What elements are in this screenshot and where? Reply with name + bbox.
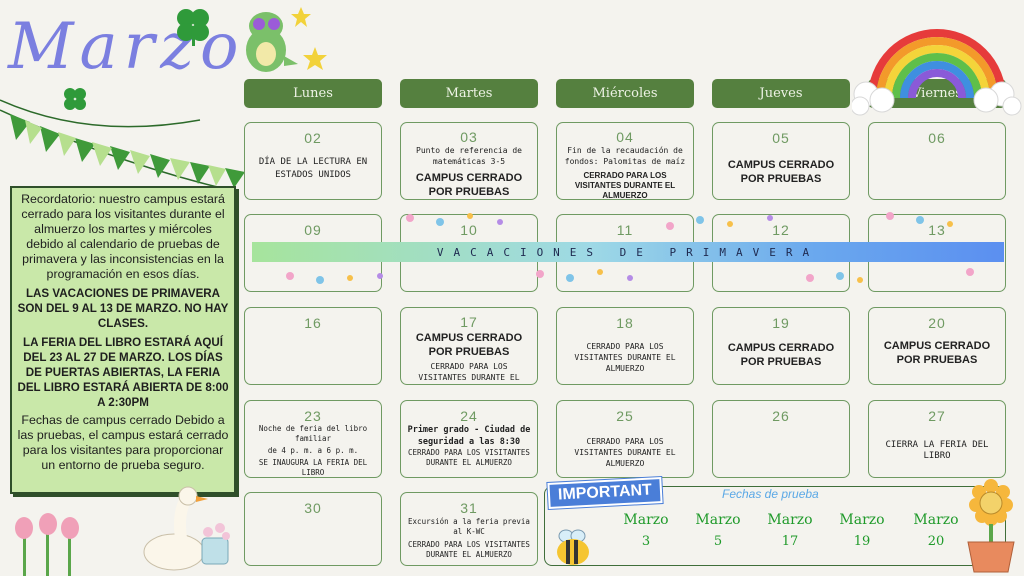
day-number: 27 xyxy=(928,408,946,424)
banner-text: VACACIONES DE PRIMAVERA xyxy=(436,245,820,259)
day-cell-27: 27 CIERRA LA FERIA DEL LIBRO xyxy=(868,400,1006,478)
event-text: CERRADO PARA LOS VISITANTES DURANTE EL A… xyxy=(574,437,676,468)
day-cell-06: 06 xyxy=(868,122,1006,200)
test-date-day: 3 xyxy=(641,534,651,549)
day-number: 17 xyxy=(460,314,478,330)
day-cell-02: 02 DÍA DE LA LECTURA EN ESTADOS UNIDOS xyxy=(244,122,382,200)
day-number: 02 xyxy=(304,130,322,146)
test-date: Marzo 5 xyxy=(688,512,748,549)
day-number: 06 xyxy=(928,130,946,146)
test-date: Marzo 3 xyxy=(616,512,676,549)
reminder-text: Recordatorio: nuestro campus estará cerr… xyxy=(21,192,225,281)
bee-icon xyxy=(557,529,589,565)
day-number: 05 xyxy=(772,130,790,146)
event-text: de 4 p. m. a 6 p. m. xyxy=(267,446,359,455)
event-text: CERRADO PARA LOS VISITANTES DURANTE EL A… xyxy=(418,362,520,382)
event-text: SE INAUGURA LA FERIA DEL LIBRO xyxy=(258,458,368,477)
test-date-month: Marzo xyxy=(695,512,741,528)
day-cell-19: 19 CAMPUS CERRADO POR PRUEBAS xyxy=(712,307,850,385)
day-number: 30 xyxy=(304,500,322,516)
day-cell-31: 31 Excursión a la feria previa al K-WC C… xyxy=(400,492,538,566)
day-cell-04: 04 Fin de la recaudación de fondos: Palo… xyxy=(556,122,694,200)
test-date-month: Marzo xyxy=(913,512,959,528)
day-number: 03 xyxy=(460,129,478,145)
star-icon xyxy=(303,47,327,70)
day-number: 11 xyxy=(616,222,634,238)
event-text-bold: CAMPUS CERRADO POR PRUEBAS xyxy=(727,342,835,368)
event-text-bold: CAMPUS CERRADO POR PRUEBAS xyxy=(415,332,523,358)
dinosaur-icon xyxy=(246,12,298,72)
closed-dates-text: Fechas de campus cerrado Debido a las pr… xyxy=(17,413,229,472)
event-text-bold: CAMPUS CERRADO POR PRUEBAS xyxy=(415,172,523,198)
sunflower-pot-icon xyxy=(967,479,1015,573)
event-text: Primer grado - Ciudad de seguridad a las… xyxy=(407,425,531,447)
test-date: Marzo 19 xyxy=(832,512,892,549)
day-number: 23 xyxy=(304,408,322,424)
test-date-day: 20 xyxy=(927,534,945,549)
day-cell-26: 26 xyxy=(712,400,850,478)
day-cell-17: 17 CAMPUS CERRADO POR PRUEBAS CERRADO PA… xyxy=(400,307,538,385)
event-text: CIERRA LA FERIA DEL LIBRO xyxy=(885,440,989,461)
event-text: Noche de feria del libro familiar xyxy=(258,424,368,443)
day-cell-20: 20 CAMPUS CERRADO POR PRUEBAS xyxy=(868,307,1006,385)
day-cell-16: 16 xyxy=(244,307,382,385)
spring-break-text: LAS VACACIONES DE PRIMAVERA SON DEL 9 AL… xyxy=(17,287,229,330)
day-number: 26 xyxy=(772,408,790,424)
day-header-martes: Martes xyxy=(400,79,538,108)
bunting-icon xyxy=(0,88,245,190)
day-number: 16 xyxy=(304,315,322,331)
event-text: CERRADO PARA LOS VISITANTES DURANTE EL A… xyxy=(408,540,530,559)
rainbow-icon xyxy=(852,29,1022,116)
test-date-day: 19 xyxy=(853,534,871,549)
event-text-bold: CAMPUS CERRADO POR PRUEBAS xyxy=(727,159,835,185)
test-date-day: 5 xyxy=(713,534,723,549)
test-date: Marzo 20 xyxy=(906,512,966,549)
day-header-lunes: Lunes xyxy=(244,79,382,108)
test-dates-heading: Fechas de prueba xyxy=(722,487,819,501)
event-text: CERRADO PARA LOS VISITANTES DURANTE EL A… xyxy=(408,448,530,467)
day-cell-05: 05 CAMPUS CERRADO POR PRUEBAS xyxy=(712,122,850,200)
test-date: Marzo 17 xyxy=(760,512,820,549)
day-number: 25 xyxy=(616,408,634,424)
event-text: Punto de referencia de matemáticas 3-5 xyxy=(416,146,522,166)
day-cell-24: 24 Primer grado - Ciudad de seguridad a … xyxy=(400,400,538,478)
event-text-bold: CAMPUS CERRADO POR PRUEBAS xyxy=(883,340,991,366)
test-date-month: Marzo xyxy=(767,512,813,528)
day-header-jueves: Jueves xyxy=(712,79,850,108)
spring-break-banner: VACACIONES DE PRIMAVERA xyxy=(252,242,1004,262)
day-cell-25: 25 CERRADO PARA LOS VISITANTES DURANTE E… xyxy=(556,400,694,478)
tulip-icon xyxy=(15,513,79,576)
event-text: Excursión a la feria previa al K-WC xyxy=(408,517,530,536)
day-number: 19 xyxy=(772,315,790,331)
test-date-month: Marzo xyxy=(623,512,669,528)
day-number: 18 xyxy=(616,315,634,331)
event-text: DÍA DE LA LECTURA EN ESTADOS UNIDOS xyxy=(258,157,368,180)
goose-icon xyxy=(143,486,230,571)
star-icon xyxy=(291,7,311,27)
reminder-note: Recordatorio: nuestro campus estará cerr… xyxy=(10,186,236,494)
event-text: CERRADO PARA LOS VISITANTES DURANTE EL A… xyxy=(574,171,676,200)
test-date-day: 17 xyxy=(781,534,799,549)
day-number: 31 xyxy=(460,500,478,516)
day-number: 24 xyxy=(460,408,478,424)
day-cell-23: 23 Noche de feria del libro familiar de … xyxy=(244,400,382,478)
day-number: 20 xyxy=(928,315,946,331)
event-text: Fin de la recaudación de fondos: Palomit… xyxy=(564,146,686,166)
day-number: 10 xyxy=(460,222,478,238)
day-number: 04 xyxy=(616,129,634,145)
day-number: 09 xyxy=(304,222,322,238)
day-cell-18: 18 CERRADO PARA LOS VISITANTES DURANTE E… xyxy=(556,307,694,385)
day-number: 13 xyxy=(928,222,946,238)
day-header-miercoles: Miércoles xyxy=(556,79,694,108)
test-date-month: Marzo xyxy=(839,512,885,528)
day-number: 12 xyxy=(772,222,790,238)
book-fair-text: LA FERIA DEL LIBRO ESTARÁ AQUÍ DEL 23 AL… xyxy=(17,336,229,409)
event-text: CERRADO PARA LOS VISITANTES DURANTE EL A… xyxy=(574,342,676,373)
day-cell-30: 30 xyxy=(244,492,382,566)
day-cell-03: 03 Punto de referencia de matemáticas 3-… xyxy=(400,122,538,200)
clover-icon xyxy=(177,9,209,46)
